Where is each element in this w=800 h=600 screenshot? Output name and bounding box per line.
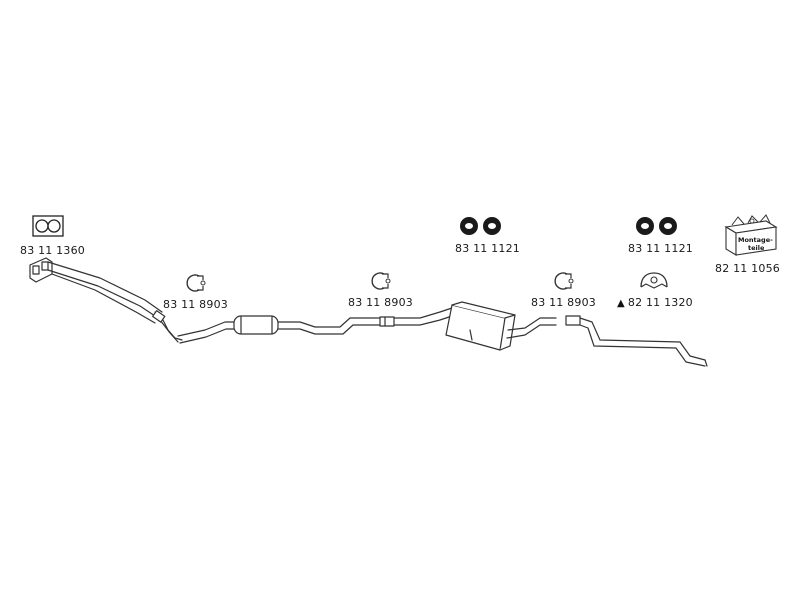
rubber-hanger-pair-icon xyxy=(636,217,677,235)
hanger-ring-part-number: 82 11 1320 xyxy=(627,296,693,309)
clamp-3-part-number: 83 11 8903 xyxy=(531,296,596,309)
mounting-kit-box-icon: Montage- teile xyxy=(724,214,778,256)
pipe-clamp-icon xyxy=(371,272,391,290)
pipe-clamp-icon xyxy=(186,274,206,292)
hanger-ring-icon xyxy=(640,272,668,289)
pipe-clamp-icon xyxy=(554,272,574,290)
double-ring-gasket-icon xyxy=(32,215,64,237)
hangers-mid-part-number: 83 11 1121 xyxy=(455,242,520,255)
rubber-hanger-pair-icon xyxy=(460,217,501,235)
mounting-kit-box-text-1: Montage- xyxy=(738,236,773,244)
clamp-2-part-number: 83 11 8903 xyxy=(348,296,413,309)
clamp-1-part-number: 83 11 8903 xyxy=(163,298,228,311)
gasket-front-part-number: 83 11 1360 xyxy=(20,244,85,257)
hangers-rear-part-number: 83 11 1121 xyxy=(628,242,693,255)
triangle-marker: ▲ xyxy=(617,298,625,309)
mounting-kit-box-text-2: teile xyxy=(748,244,765,252)
mounting-kit-part-number: 82 11 1056 xyxy=(715,262,780,275)
hanger-ring-part-number-line: ▲82 11 1320 xyxy=(617,296,693,309)
